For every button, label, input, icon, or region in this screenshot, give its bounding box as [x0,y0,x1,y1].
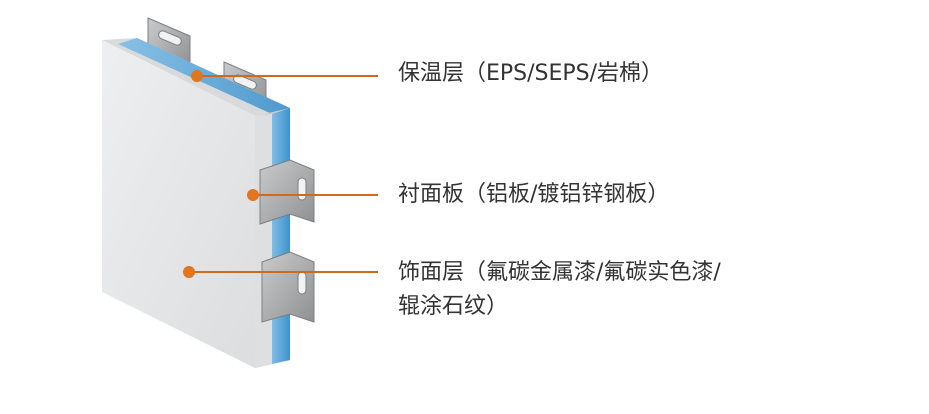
insulation-side-strip [272,108,290,364]
label-finish-line-1: 饰面层（氟碳金属漆/氟碳实色漆/ [398,260,721,285]
label-insulation-layer: 保温层（EPS/SEPS/岩棉） [398,61,664,86]
leader-dot-insulation [191,70,203,82]
label-finish-layer: 饰面层（氟碳金属漆/氟碳实色漆/ 辊涂石纹） [398,256,721,324]
liner-edge [255,114,272,368]
label-liner-panel: 衬面板（铝板/镀铝锌钢板） [398,182,670,207]
side-bracket-lower [261,251,315,323]
leader-dot-finish [183,266,195,278]
panel-front-face [102,40,255,368]
leader-dot-liner [247,189,259,201]
label-finish-line-2: 辊涂石纹） [398,294,509,319]
side-bracket-upper [259,159,315,225]
